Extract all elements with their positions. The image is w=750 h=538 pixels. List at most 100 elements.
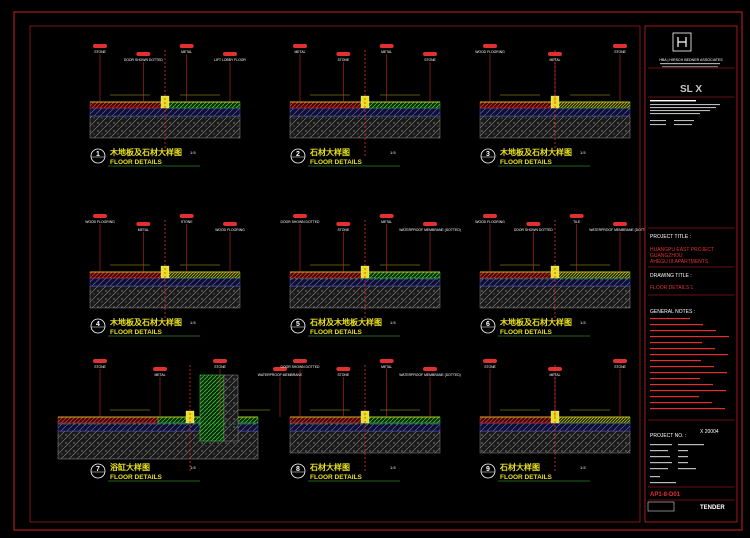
detail-title-cn: 石材大样图: [499, 462, 540, 472]
drawing-no: AP1-8-D01: [650, 492, 681, 498]
callout-tag: [179, 214, 194, 218]
callout-tag: [613, 359, 627, 363]
callout-label: WATERPROOF MEMBRANE (DOTTED): [399, 373, 461, 377]
callout-label: DOOR SHOWN DOTTED: [281, 220, 321, 224]
detail-scale: 1:5: [390, 150, 396, 155]
detail-scale: 1:5: [390, 465, 396, 470]
callout-label: STONE: [614, 365, 626, 369]
finish-layer-b: [364, 416, 441, 424]
client-info-lines: [650, 100, 720, 126]
drawing-title-label: DRAWING TITLE :: [650, 273, 692, 279]
detail-number: 1: [96, 151, 100, 158]
drawing-frame: [29, 25, 641, 523]
callout-label: WATERPROOF MEMBRANE (DOTTED): [399, 228, 461, 232]
callout-label: TILE: [573, 220, 581, 224]
callout-label: STONE: [94, 50, 106, 54]
callout-tag: [293, 44, 307, 48]
detail-title-en: FLOOR DETAILS: [110, 474, 163, 481]
revision-info-lines: [650, 444, 704, 484]
detail-number: 5: [296, 321, 300, 328]
title-block: HBA | HIRSCH BEDNER ASSOCIATES SL X PROJ…: [644, 25, 738, 523]
callout-tag: [93, 214, 107, 218]
project-title-line-1: HUANGPU EAST PROJECT: [650, 247, 714, 253]
finish-layer-a: [89, 101, 166, 109]
detail-scale: 1:5: [390, 320, 396, 325]
bath-wall: [199, 374, 225, 442]
firm-address-lines: [660, 63, 720, 68]
detail-number-bubble: [290, 463, 306, 479]
detail-number: 9: [486, 466, 490, 473]
detail-title-en: FLOOR DETAILS: [310, 329, 363, 336]
callout-tag: [223, 52, 237, 56]
callout-label: WOOD FLOORING: [215, 228, 245, 232]
callout-tag: [336, 52, 351, 56]
callout-label: STONE: [338, 228, 350, 232]
callout-label: WOOD FLOORING: [475, 220, 505, 224]
callout-tag: [136, 222, 151, 226]
detail-scale: 1:5: [580, 465, 586, 470]
detail-number: 4: [96, 321, 100, 328]
callout-label: WOOD FLOORING: [475, 50, 505, 54]
firm-logo: [672, 32, 692, 52]
callout-label: DOOR SHOWN DOTTED: [514, 228, 554, 232]
finish-layer-b: [554, 271, 631, 279]
callout-tag: [179, 44, 194, 48]
finish-layer-a: [89, 271, 166, 279]
callout-label: WATERPROOF MEMBRANE (DOTTED): [589, 228, 651, 232]
finish-layer-a: [289, 416, 366, 424]
finish-layer-b: [364, 271, 441, 279]
finish-layer-a: [289, 271, 366, 279]
callout-tag: [548, 367, 562, 371]
callout-tag: [613, 222, 627, 226]
callout-label: STONE: [424, 58, 436, 62]
callout-tag: [548, 52, 562, 56]
drawing-title: FLOOR DETAILS 1: [650, 285, 693, 291]
finish-layer-a: [57, 416, 159, 424]
callout-tag: [423, 367, 437, 371]
general-notes-lines: [650, 318, 729, 410]
firm-name: HBA | HIRSCH BEDNER ASSOCIATES: [659, 58, 723, 62]
finish-layer-b: [164, 101, 241, 109]
callout-tag: [379, 214, 394, 218]
detail-title-en: FLOOR DETAILS: [500, 159, 553, 166]
detail-title-cn: 木地板及石材大样图: [499, 317, 572, 327]
callout-label: STONE: [94, 365, 106, 369]
callout-tag: [293, 214, 307, 218]
detail-number-bubble: [90, 318, 106, 334]
callout-tag: [483, 359, 497, 363]
detail-title-cn: 石材及木地板大样图: [309, 317, 382, 327]
callout-label: METAL: [138, 228, 149, 232]
detail-title-cn: 石材大样图: [309, 147, 350, 157]
callout-label: STONE: [614, 50, 626, 54]
callout-label: METAL: [294, 50, 305, 54]
callout-label: WATERPROOF MEMBRANE: [258, 373, 303, 377]
callout-label: STONE: [338, 58, 350, 62]
callout-label: STONE: [214, 365, 226, 369]
callout-tag: [153, 367, 167, 371]
sheet-border: [13, 11, 743, 531]
detail-number-bubble: [480, 148, 496, 164]
detail-title-cn: 木地板及石材大样图: [109, 147, 182, 157]
detail-number: 7: [96, 466, 100, 473]
detail-number-bubble: [90, 463, 106, 479]
floor-detail-6: WOOD FLOORING DOOR SHOWN DOTTED TILE WATERP…: [475, 214, 651, 337]
detail-scale: 1:5: [580, 320, 586, 325]
status: TENDER: [700, 505, 725, 511]
finish-layer-a: [479, 271, 556, 279]
callout-tag: [223, 222, 237, 226]
callout-tag: [379, 359, 394, 363]
detail-number-bubble: [290, 318, 306, 334]
callout-tag: [569, 214, 584, 218]
project-title-line-2: GUANGZHOU: [650, 253, 683, 259]
callout-tag: [213, 359, 227, 363]
finish-layer-a: [479, 101, 556, 109]
callout-tag: [336, 367, 351, 371]
